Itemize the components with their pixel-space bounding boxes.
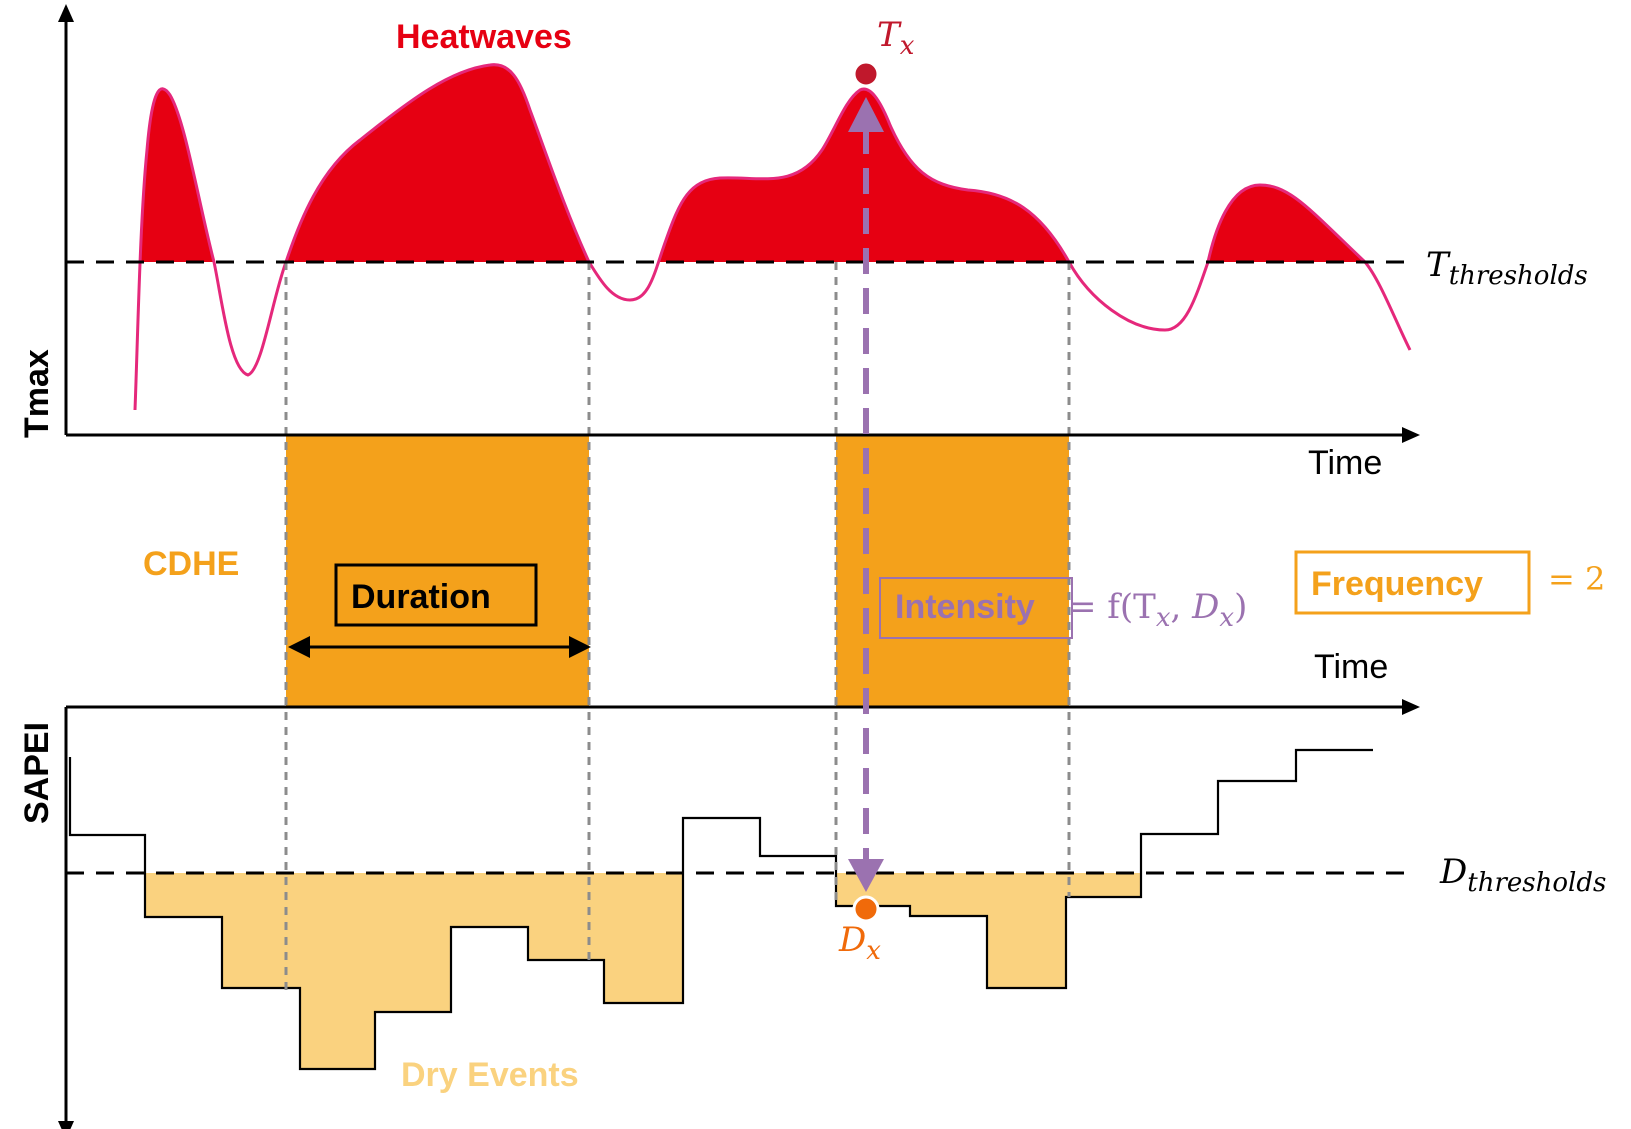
heatwave-area xyxy=(135,64,1410,262)
cdhe-label: CDHE xyxy=(143,545,239,583)
tx-marker-icon xyxy=(852,60,880,88)
duration-arrow-icon xyxy=(288,636,591,658)
dry-events-area xyxy=(70,873,1141,1069)
dry-events-label: Dry Events xyxy=(401,1056,579,1094)
duration-box xyxy=(334,563,538,627)
intensity-box xyxy=(879,577,1073,639)
frequency-value: = 2 xyxy=(1548,560,1605,598)
heatwaves-label: Heatwaves xyxy=(396,18,572,56)
time-axis-label-bottom: Time xyxy=(1314,648,1388,686)
frequency-box xyxy=(1294,550,1531,615)
intensity-arrow-icon xyxy=(848,97,884,892)
time-axis-label-top: Time xyxy=(1308,444,1382,482)
axes xyxy=(64,14,1405,1129)
intensity-label: Intensity xyxy=(895,588,1035,626)
frequency-label: Frequency xyxy=(1311,565,1483,603)
cdhe-event-block xyxy=(286,435,589,707)
dx-marker-icon xyxy=(852,895,880,923)
tmax-curve xyxy=(133,63,1412,411)
event-boundary-guides xyxy=(284,262,1071,990)
tx-symbol: Tx xyxy=(877,15,915,61)
cdhe-event-block xyxy=(836,435,1069,707)
t-threshold-symbol: Tthresholds xyxy=(1426,245,1588,291)
duration-label: Duration xyxy=(351,578,491,616)
d-threshold-symbol: Dthresholds xyxy=(1439,852,1606,898)
intensity-formula: = f(Tx, Dx) xyxy=(1068,587,1247,633)
arrow-head-icon xyxy=(58,4,1420,1129)
sapei-axis-label: SAPEI xyxy=(18,722,56,824)
dx-symbol: Dx xyxy=(838,920,881,966)
sapei-step-line xyxy=(68,748,1373,1071)
tmax-axis-label: Tmax xyxy=(18,349,56,438)
